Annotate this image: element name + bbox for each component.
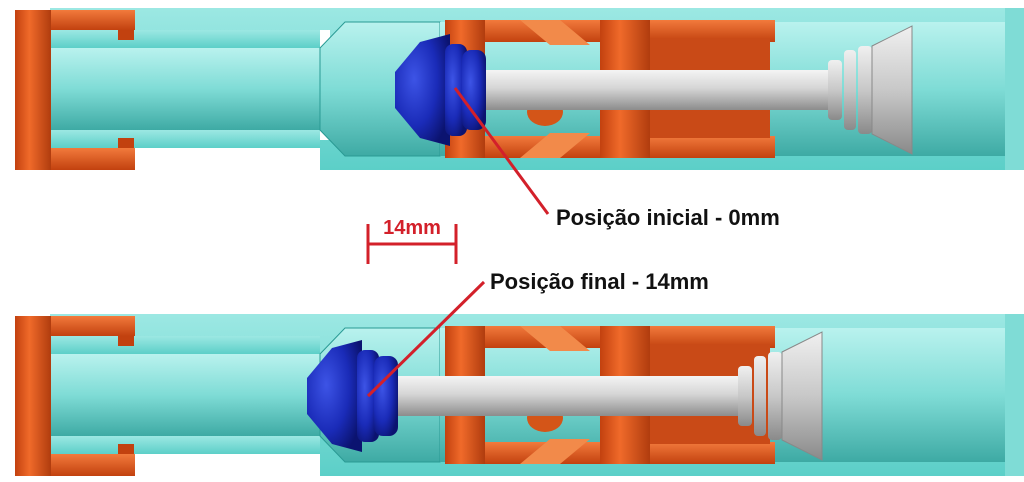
pointer-final bbox=[366, 280, 486, 398]
left-wall-upper-b bbox=[50, 336, 320, 354]
pointer-initial bbox=[453, 87, 550, 215]
left-wall-lower bbox=[50, 130, 320, 148]
left-tube-bore bbox=[50, 48, 335, 130]
piston-rod-b bbox=[385, 376, 745, 416]
valve-head bbox=[828, 25, 913, 155]
assembly-final bbox=[0, 300, 1024, 482]
assembly-initial bbox=[0, 0, 1024, 178]
bg-strip-b bbox=[0, 300, 320, 314]
valve-head-b bbox=[738, 331, 823, 461]
bg-strip bbox=[0, 0, 320, 8]
piston-rod bbox=[470, 70, 830, 110]
left-orange-cap-b bbox=[15, 316, 135, 476]
label-final-position: Posição final - 14mm bbox=[490, 269, 709, 294]
piston-head-initial bbox=[395, 34, 486, 146]
left-tube-bore-bottom bbox=[50, 354, 335, 436]
right-end bbox=[1005, 8, 1024, 170]
dimension-marker bbox=[366, 224, 458, 264]
label-displacement: 14mm bbox=[383, 217, 441, 239]
left-wall-lower-b bbox=[50, 436, 320, 454]
label-initial-position: Posição inicial - 0mm bbox=[556, 205, 780, 230]
right-end-b bbox=[1005, 314, 1024, 476]
left-orange-cap bbox=[15, 10, 135, 170]
left-wall-upper bbox=[50, 30, 320, 48]
